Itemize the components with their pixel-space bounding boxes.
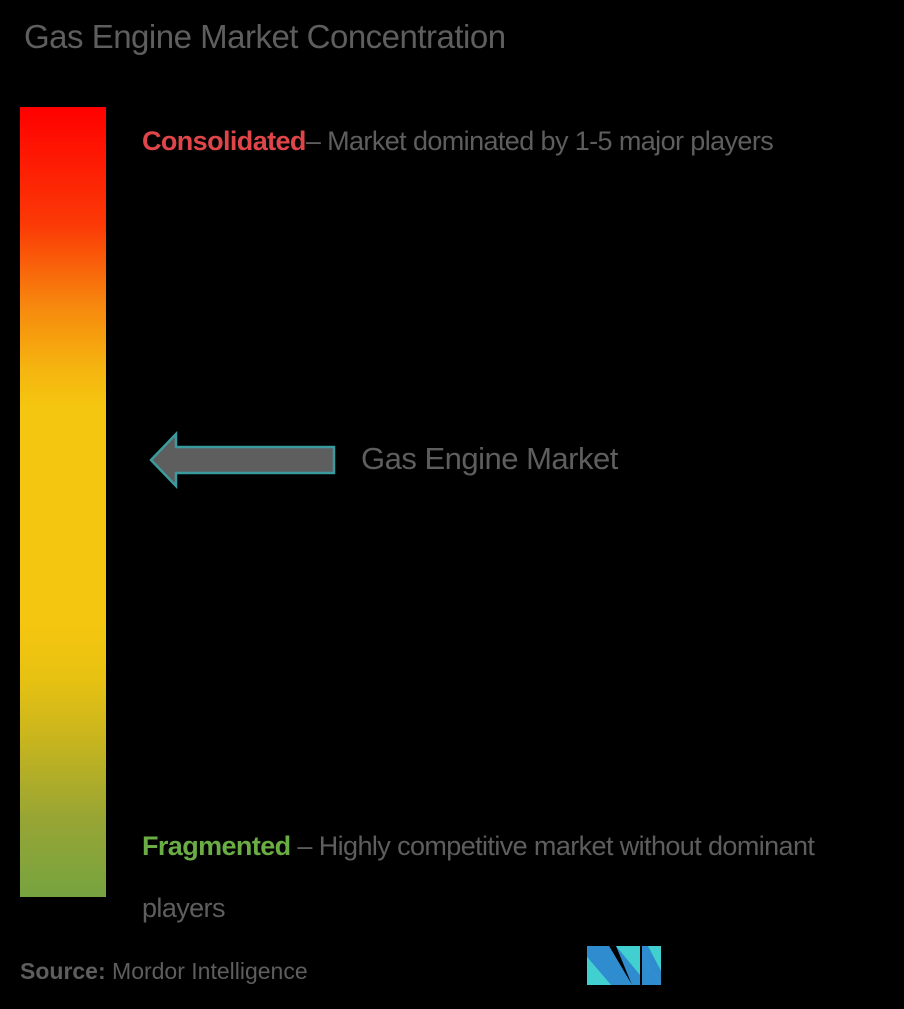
consolidated-keyword: Consolidated	[142, 126, 306, 156]
consolidated-text: – Market dominated by 1-5 major players	[305, 126, 774, 156]
fragmented-keyword: Fragmented	[142, 831, 291, 861]
source-attribution: Source: Mordor Intelligence	[20, 958, 308, 985]
source-label: Source:	[20, 958, 106, 984]
source-value: Mordor Intelligence	[105, 958, 308, 984]
consolidated-description: Consolidated– Market dominated by 1-5 ma…	[142, 110, 822, 172]
fragmented-text: – Highly competitive market without domi…	[142, 831, 815, 923]
fragmented-description: Fragmented – Highly competitive market w…	[142, 815, 862, 939]
chart-title: Gas Engine Market Concentration	[24, 18, 506, 55]
concentration-gradient-bar	[20, 107, 106, 897]
market-position-label: Gas Engine Market	[361, 441, 618, 476]
mordor-intelligence-logo-icon	[587, 946, 661, 985]
left-arrow-icon	[149, 430, 336, 490]
